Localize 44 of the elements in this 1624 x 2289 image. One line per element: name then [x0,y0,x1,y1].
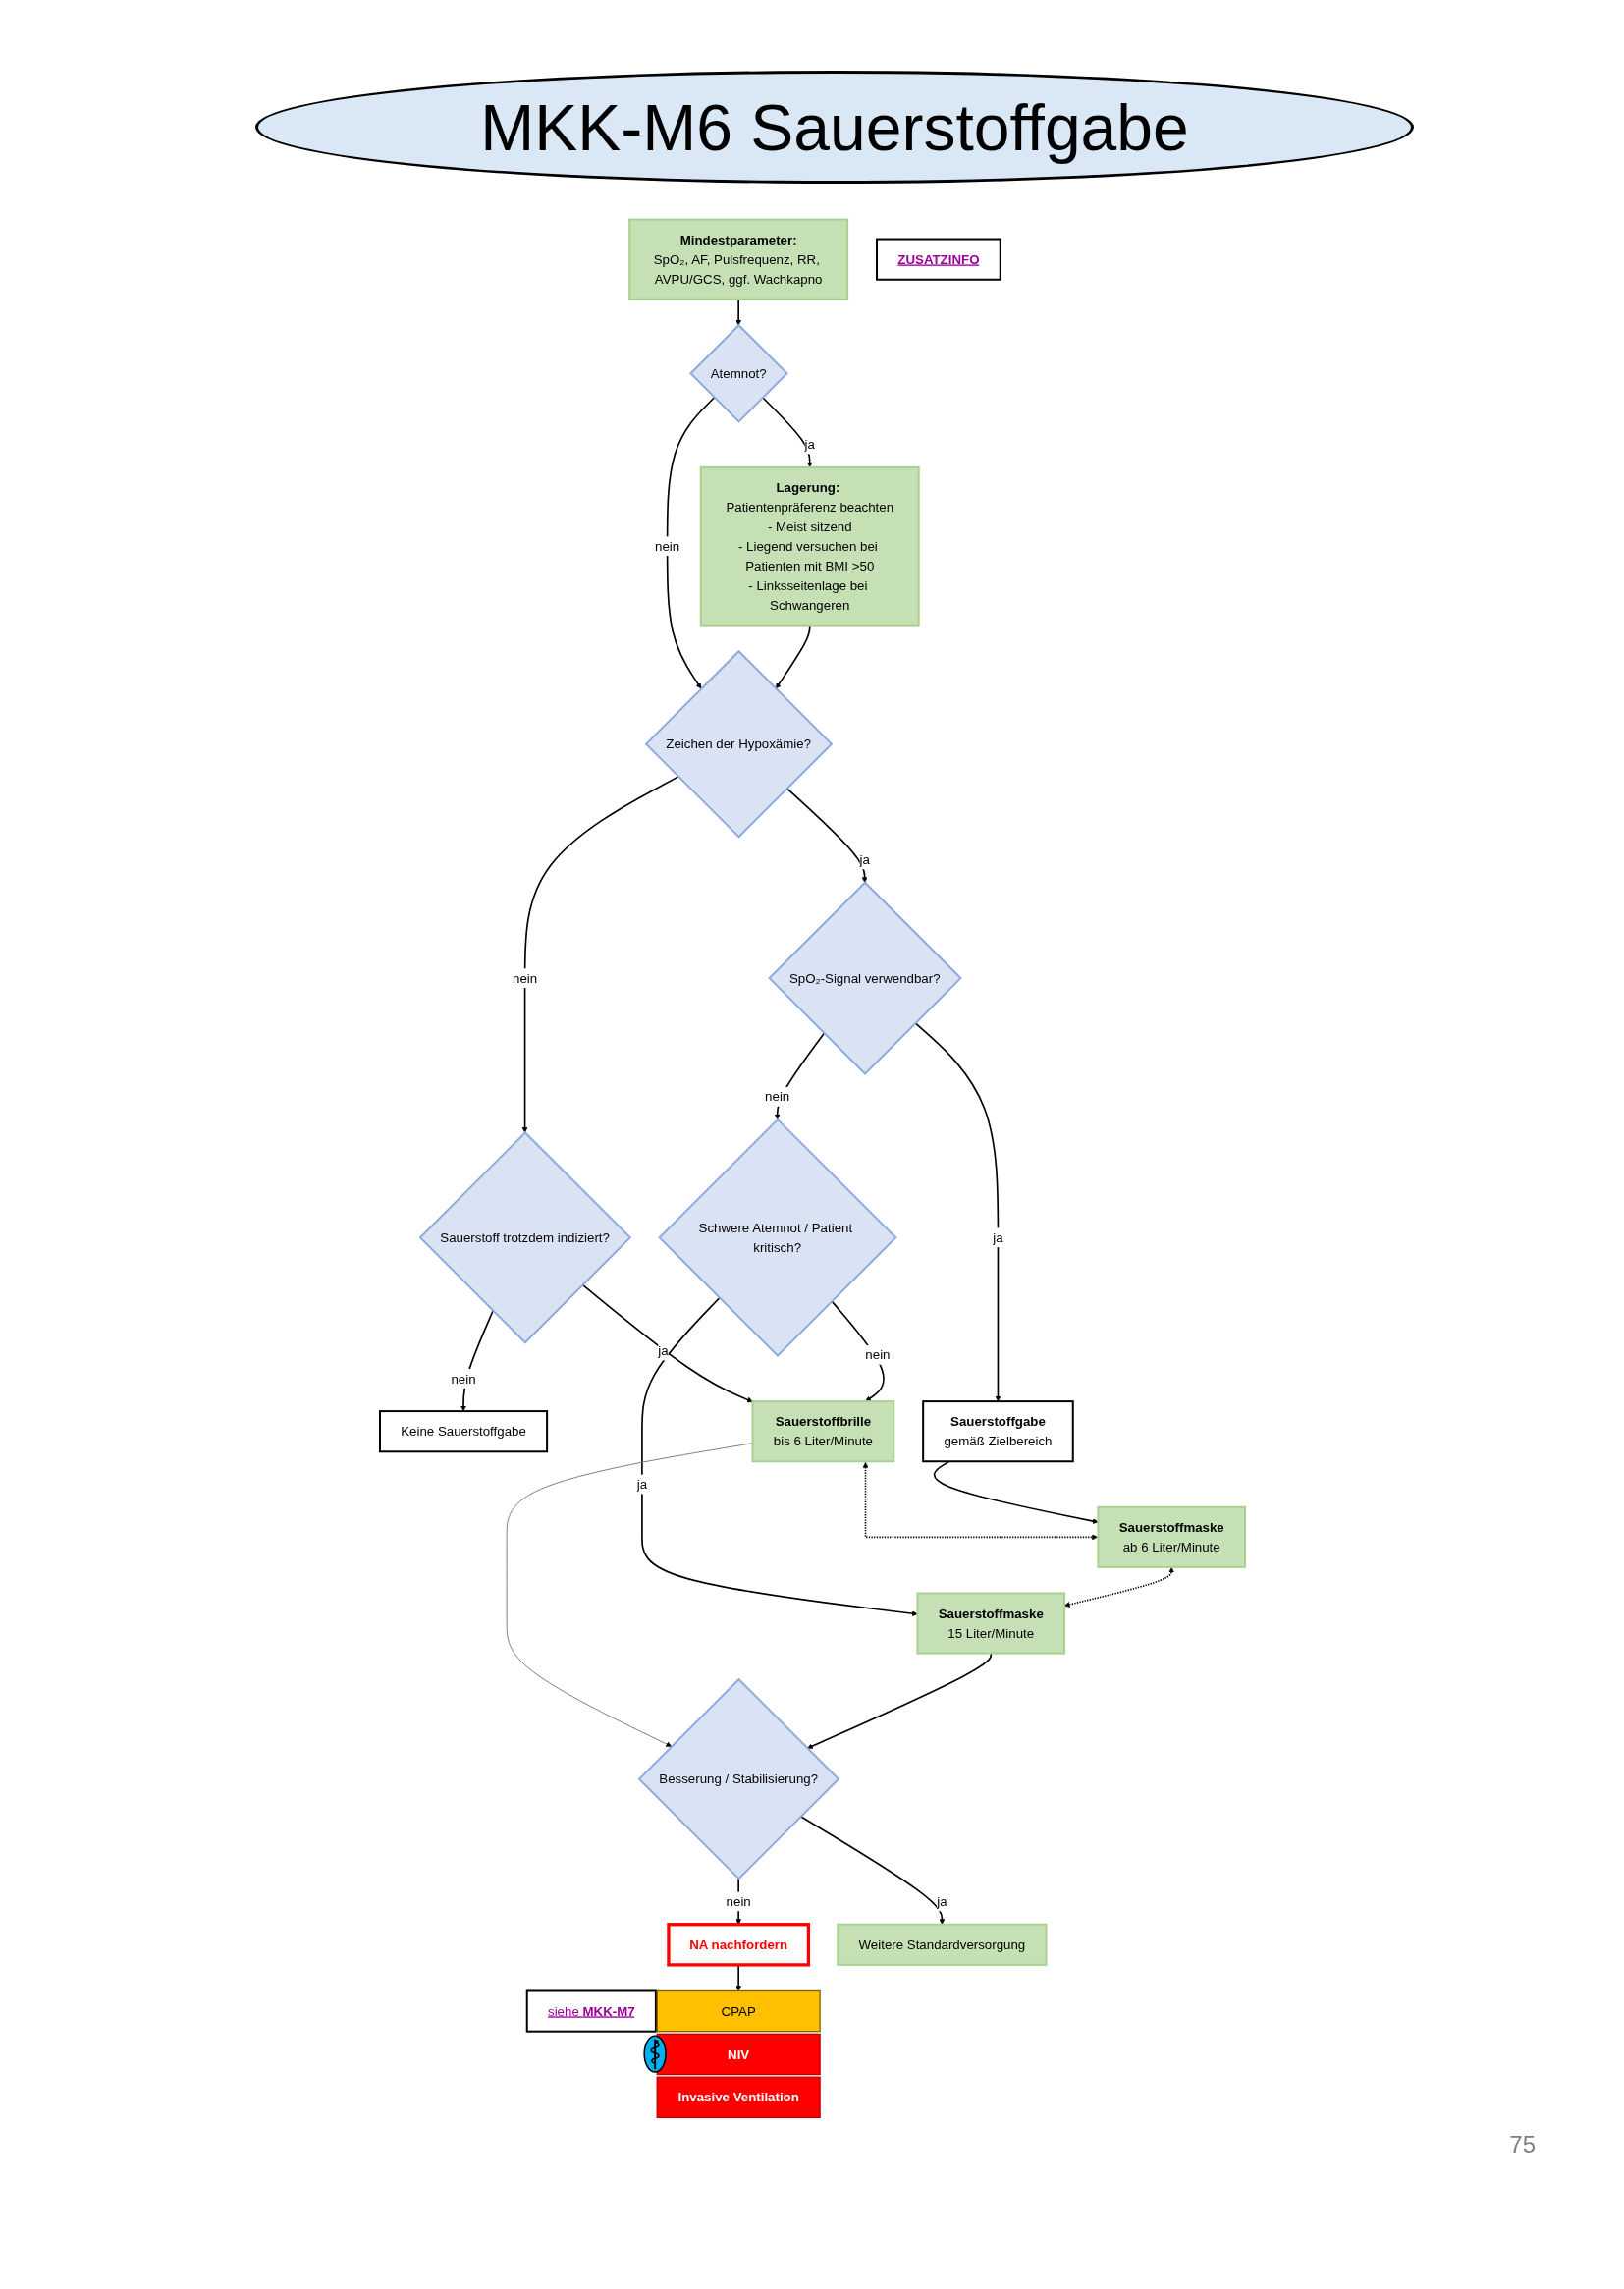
edge-label: nein [654,538,679,554]
node-box: NA nachfordern [666,1923,810,1967]
arrow [785,788,868,883]
node-box: Keine Sauerstoffgabe [378,1410,548,1453]
edge-label: ja [657,1343,669,1358]
node-box: Weitere Standardversorgung [836,1923,1047,1966]
node-box: CPAP [656,1989,821,2033]
arrow [913,1022,1001,1402]
arrow [666,396,715,689]
edge-label: ja [859,852,870,867]
node-box: siehe MKK-M7 [525,1989,657,2033]
edge-label: ja [992,1230,1003,1245]
node-diamond: Zeichen der Hypoxämie? [644,649,833,839]
arrow [806,1652,992,1749]
node-box: Sauerstoffgabe gemäß Zielbereich [921,1400,1074,1463]
node-diamond: Atemnot? [688,323,788,423]
node-box: Mindestparameter: SpO₂, AF, Pulsfrequenz, RR, AVPU/GCS, ggf. Wachkapno [627,218,848,300]
arrow [862,1461,1098,1541]
node-diamond: SpO₂-Signal verwendbar? [767,881,962,1075]
node-diamond: Besserung / Stabilisierung? [637,1677,839,1880]
edge-label: nein [726,1894,751,1909]
node-box: Sauerstoffmaske 15 Liter/Minute [915,1592,1065,1655]
arrow [521,776,679,1133]
edge-label: nein [764,1089,789,1105]
node-box: Lagerung: Patientenpräferenz beachten - Meist sitzend - Liegend versuchen bei Patienten mit BMI >50 - Linksseitenlage bei Schwangeren [699,465,920,627]
arrow [775,624,811,689]
title: MKK-M6 Sauerstoffgabe [255,71,1414,184]
node-diamond: Sauerstoff trotzdem indiziert? [418,1131,631,1344]
arrow [734,298,741,326]
page-number: 75 [1509,2131,1536,2158]
edge-label: ja [636,1477,647,1492]
node-box: Sauerstoffmaske ab 6 Liter/Minute [1096,1505,1246,1568]
node-box: Sauerstoffbrille bis 6 Liter/Minute [751,1400,894,1463]
arrow [1063,1566,1174,1608]
node-box: ZUSATZINFO [875,238,1001,281]
arrow [761,396,813,468]
edge-label: nein [450,1371,476,1387]
arrow [581,1283,753,1403]
edge-label: nein [864,1347,890,1363]
edge-label: ja [804,437,815,452]
arrow [799,1816,945,1925]
edge-label: ja [936,1894,947,1909]
node-box: Invasive Ventilation [656,2076,821,2119]
edge-label: nein [512,970,537,986]
